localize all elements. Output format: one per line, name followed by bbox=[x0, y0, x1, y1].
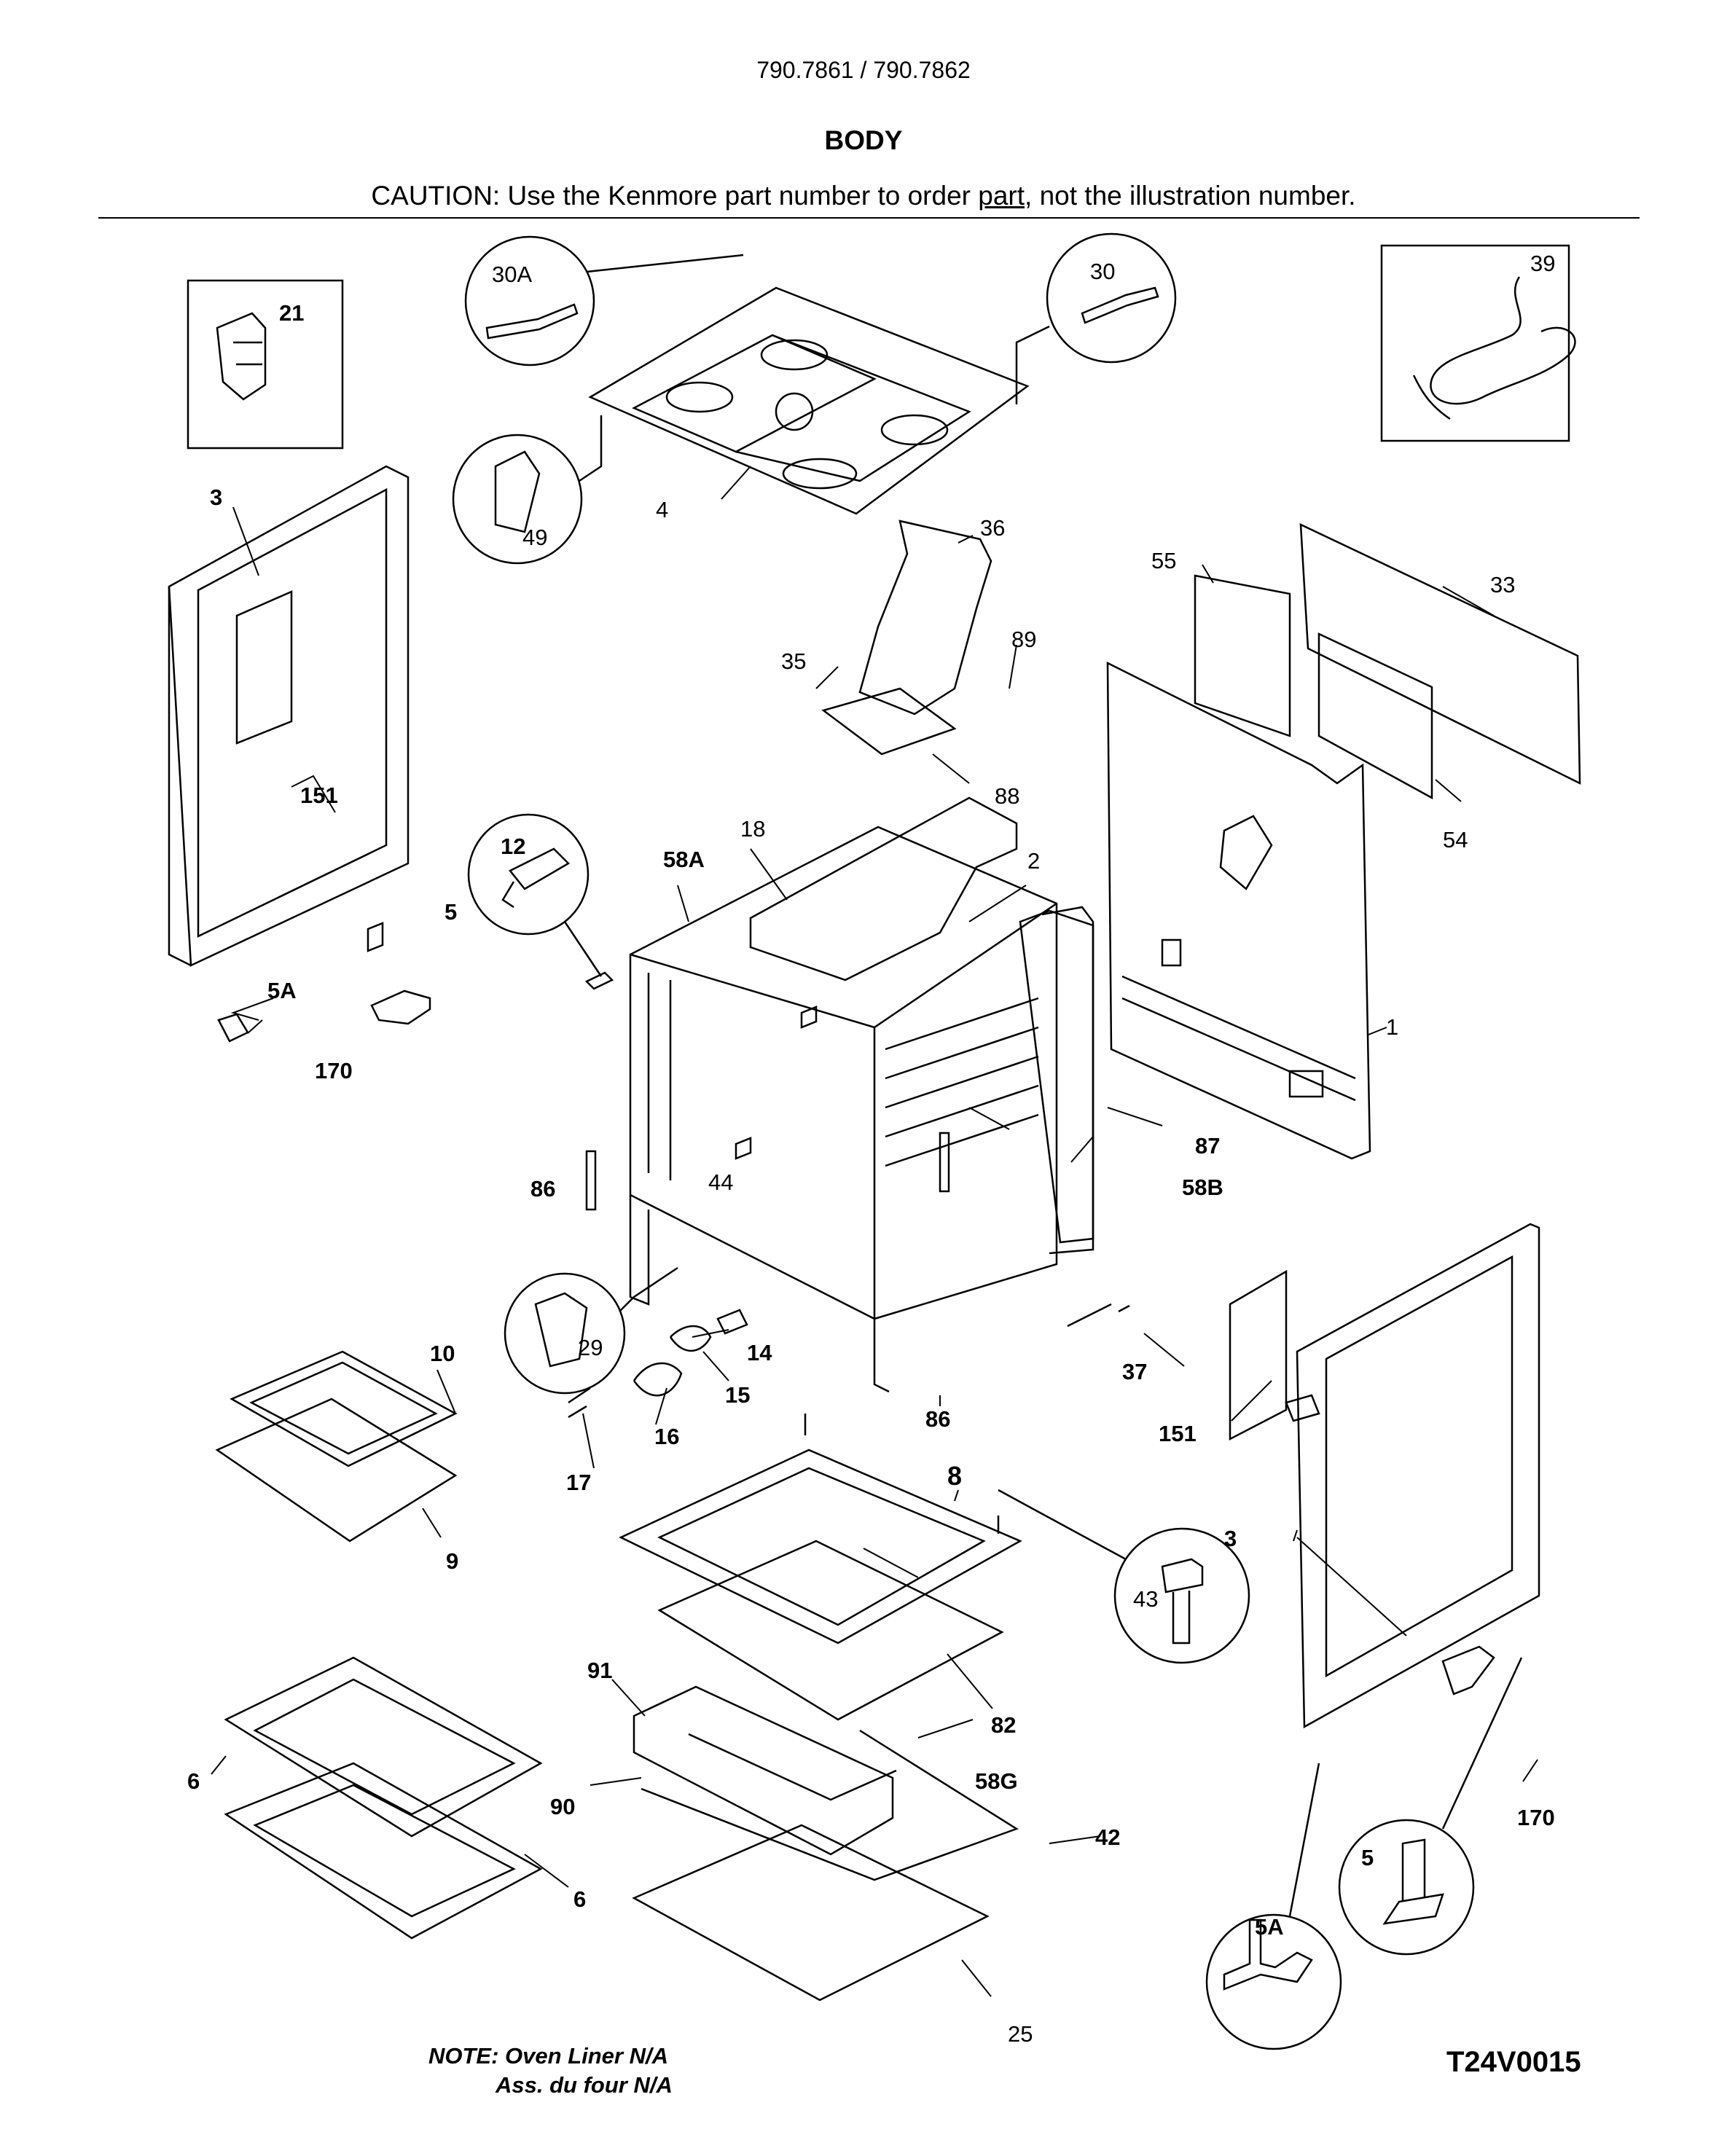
part-39-inset-box bbox=[1380, 244, 1576, 442]
side-panel-left bbox=[168, 465, 410, 967]
cooktop-frame bbox=[588, 286, 1030, 515]
callout-14: 14 bbox=[747, 1340, 772, 1365]
insulation-58B bbox=[1019, 909, 1094, 1244]
callout-3-right: 3 bbox=[1224, 1526, 1237, 1551]
side-panel-right bbox=[1229, 1223, 1540, 1729]
callout-18: 18 bbox=[740, 816, 765, 842]
callout-17: 17 bbox=[566, 1470, 591, 1495]
part-30-detail-circle bbox=[1015, 232, 1177, 404]
callout-88: 88 bbox=[995, 783, 1019, 809]
callout-8: 8 bbox=[947, 1461, 962, 1491]
callout-2: 2 bbox=[1027, 848, 1040, 874]
caution-part-word: part bbox=[978, 181, 1025, 211]
callout-9: 9 bbox=[446, 1548, 458, 1574]
callout-4: 4 bbox=[656, 497, 668, 522]
callout-44: 44 bbox=[708, 1169, 733, 1195]
callout-58B: 58B bbox=[1182, 1175, 1223, 1200]
callout-55: 55 bbox=[1151, 548, 1176, 573]
diagram-title: BODY bbox=[824, 125, 903, 155]
bottom-assembly bbox=[619, 1449, 1022, 2002]
vent-duct-36 bbox=[821, 520, 992, 756]
callout-21: 21 bbox=[279, 300, 304, 326]
callout-151-left: 151 bbox=[300, 783, 338, 808]
callout-25: 25 bbox=[1008, 2021, 1033, 2047]
part-43-detail-circle bbox=[998, 1489, 1250, 1664]
callout-3-left: 3 bbox=[210, 485, 222, 510]
caution-text-end: , not the illustration number. bbox=[1025, 181, 1356, 211]
oven-liner-note-fr: Ass. du four N/A bbox=[496, 2072, 673, 2098]
callout-30A: 30A bbox=[492, 262, 532, 287]
callout-29: 29 bbox=[578, 1335, 603, 1360]
part-5A-detail-circle bbox=[1205, 1763, 1342, 2050]
diagram-code: T24V0015 bbox=[1446, 2046, 1581, 2078]
callout-58A: 58A bbox=[663, 847, 705, 872]
callout-6-upper: 6 bbox=[187, 1768, 200, 1794]
part-49-detail-circle bbox=[452, 415, 603, 565]
callout-16: 16 bbox=[654, 1424, 679, 1449]
callout-170-right: 170 bbox=[1517, 1805, 1555, 1830]
callout-151-right: 151 bbox=[1159, 1421, 1197, 1446]
callout-170-left: 170 bbox=[315, 1058, 353, 1083]
callout-36: 36 bbox=[980, 515, 1005, 541]
small-parts bbox=[217, 922, 1495, 1696]
oven-liner-note-en: NOTE: Oven Liner N/A bbox=[428, 2043, 668, 2069]
callout-10: 10 bbox=[430, 1341, 455, 1366]
callout-5A-left: 5A bbox=[267, 978, 297, 1003]
leader-lines bbox=[211, 466, 1538, 1997]
callout-82: 82 bbox=[991, 1712, 1016, 1738]
back-panel bbox=[1106, 661, 1371, 1160]
callout-5A-circle: 5A bbox=[1255, 1914, 1284, 1940]
part-29-detail-circle bbox=[504, 1266, 678, 1395]
callout-87: 87 bbox=[1195, 1133, 1220, 1159]
callout-39: 39 bbox=[1530, 251, 1555, 276]
callout-43: 43 bbox=[1133, 1586, 1158, 1612]
callout-89: 89 bbox=[1011, 627, 1036, 652]
callout-37: 37 bbox=[1122, 1359, 1147, 1384]
caution-text-start: CAUTION: Use the Kenmore part number to … bbox=[371, 181, 979, 211]
callout-49: 49 bbox=[522, 525, 547, 550]
callout-54: 54 bbox=[1443, 827, 1468, 852]
callout-30: 30 bbox=[1090, 259, 1115, 284]
callout-58G: 58G bbox=[975, 1768, 1018, 1794]
rear-cover-33 bbox=[1194, 522, 1581, 800]
model-number: 790.7861 / 790.7862 bbox=[756, 57, 971, 83]
callout-12: 12 bbox=[501, 834, 525, 859]
callout-42: 42 bbox=[1095, 1824, 1120, 1850]
oven-racks-6 bbox=[224, 1656, 543, 1940]
oven-cavity bbox=[629, 796, 1094, 1393]
callout-86-right: 86 bbox=[925, 1406, 950, 1432]
callout-86-left: 86 bbox=[530, 1176, 555, 1202]
callout-6-lower: 6 bbox=[573, 1886, 586, 1912]
part-30A-detail-circle bbox=[464, 235, 744, 366]
part-5-detail-circle bbox=[1338, 1657, 1523, 1956]
callout-91: 91 bbox=[587, 1658, 612, 1683]
part-12-detail-circle bbox=[467, 813, 603, 977]
callout-labels: 1 2 3 3 4 5 5 5A 5A 6 6 8 9 10 12 14 15 … bbox=[187, 251, 1555, 2047]
callout-5-left: 5 bbox=[445, 899, 457, 925]
broiler-pan-10-9 bbox=[215, 1350, 458, 1542]
callout-90: 90 bbox=[550, 1794, 575, 1819]
part-21-inset-box bbox=[187, 279, 344, 450]
header-divider bbox=[98, 217, 1640, 219]
callout-15: 15 bbox=[725, 1382, 750, 1408]
caution-text: CAUTION: Use the Kenmore part number to … bbox=[0, 181, 1727, 211]
callout-35: 35 bbox=[781, 648, 806, 674]
callout-1: 1 bbox=[1386, 1014, 1398, 1040]
callout-5-circle: 5 bbox=[1361, 1845, 1374, 1870]
callout-33: 33 bbox=[1490, 572, 1515, 597]
